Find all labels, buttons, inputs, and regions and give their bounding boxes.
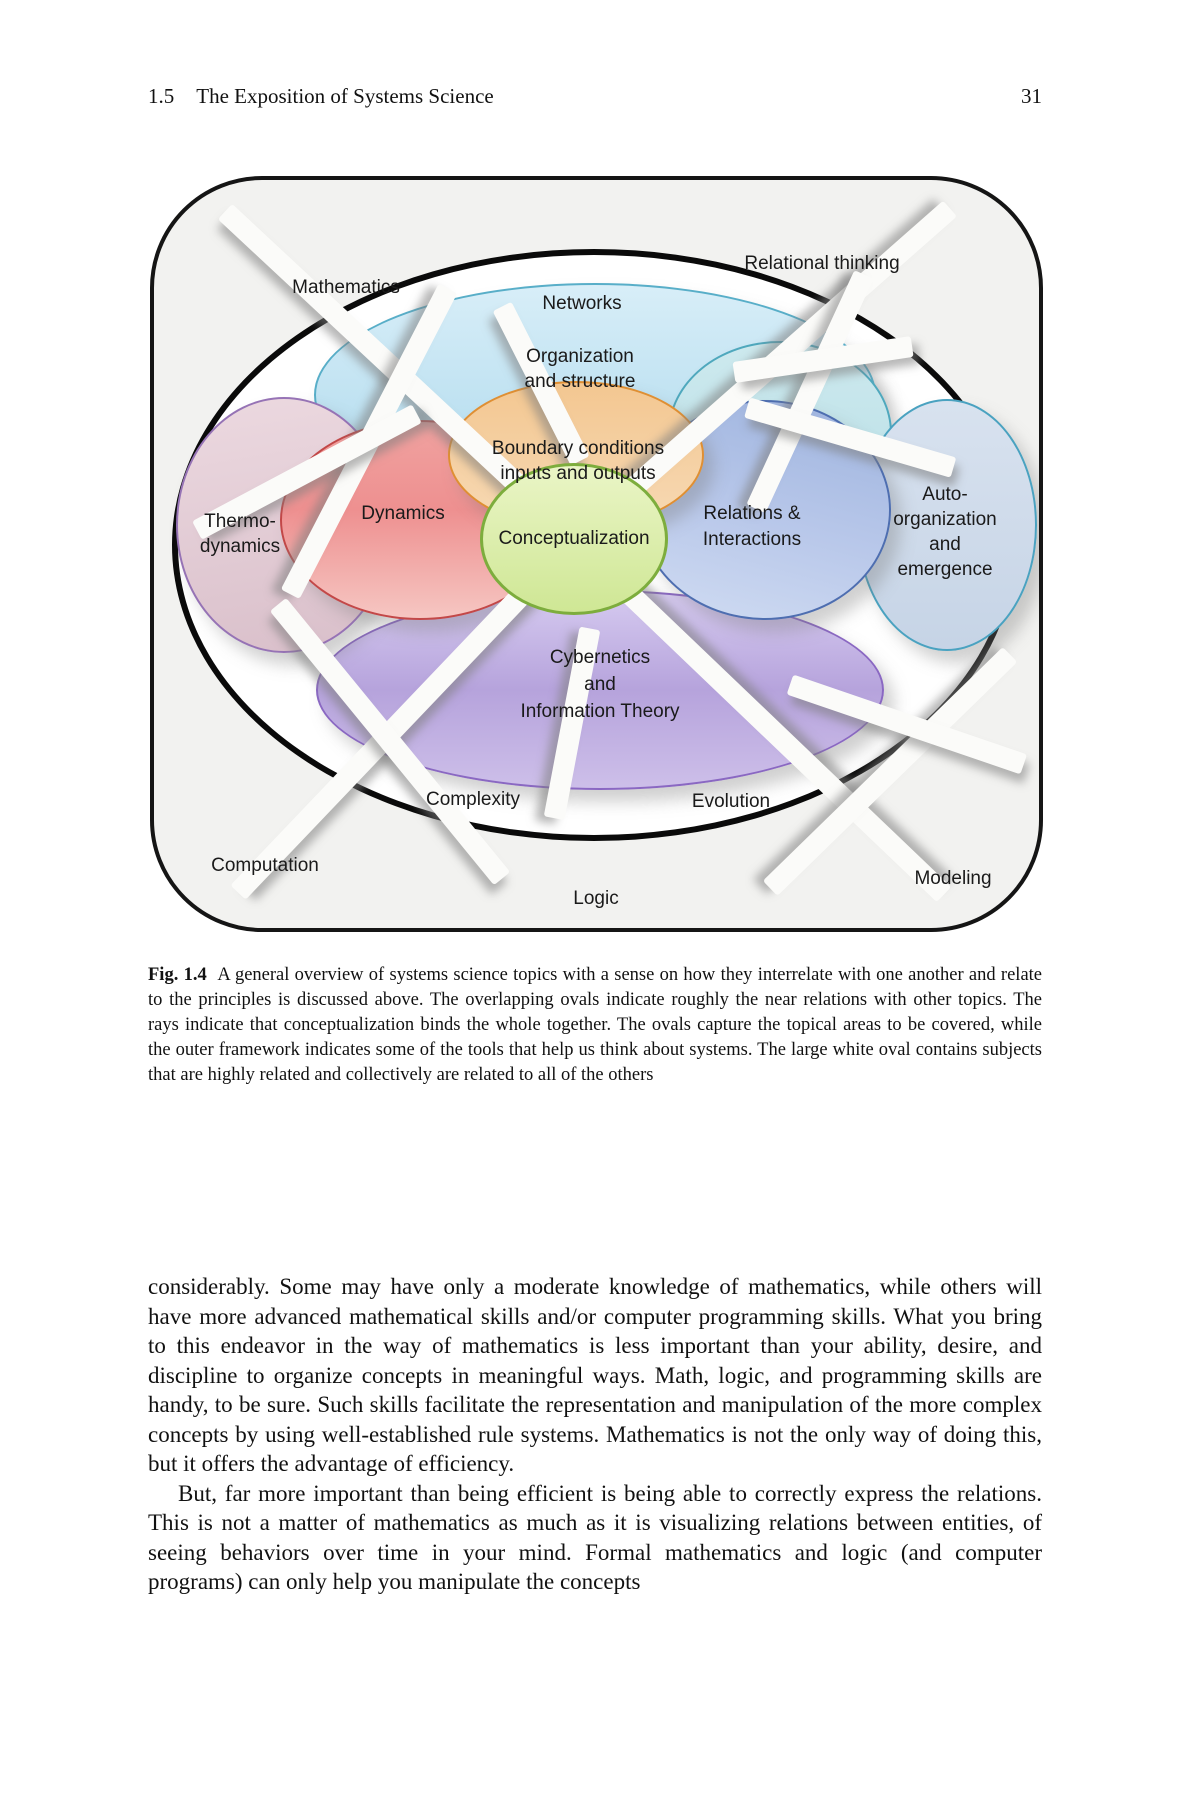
figure-caption-text: A general overview of systems science to… <box>148 964 1043 1085</box>
label-modeling: Modeling <box>914 868 991 890</box>
page-number: 31 <box>1021 84 1042 108</box>
label-dynamics: Dynamics <box>361 503 444 525</box>
label-relational-thinking-line: Relational thinking <box>744 253 900 274</box>
label-boundary-conditions-line: Boundary conditions <box>491 438 665 459</box>
label-thermodynamics-line: dynamics <box>199 536 281 557</box>
label-networks: Networks <box>542 293 621 315</box>
label-networks-line: Networks <box>542 293 622 314</box>
section-heading: 1.5 The Exposition of Systems Science <box>148 84 494 109</box>
label-mathematics: Mathematics <box>292 277 400 299</box>
body-paragraph-2: But, far more important than being effic… <box>148 1480 1042 1595</box>
label-auto-organization-line: organization <box>893 509 997 530</box>
section-title: The Exposition of Systems Science <box>196 84 494 108</box>
label-logic: Logic <box>573 888 618 910</box>
label-relations-line: Interactions <box>702 529 802 550</box>
label-organization: Organization and structure <box>525 344 636 394</box>
label-relational-thinking: Relational thinking <box>744 253 899 275</box>
label-thermodynamics-line: Thermo- <box>204 511 276 532</box>
label-cybernetics-line: Cybernetics <box>549 647 651 668</box>
body-paragraph-1: considerably. Some may have only a moder… <box>148 1274 1042 1476</box>
label-evolution-line: Evolution <box>691 791 771 812</box>
label-boundary-conditions: Boundary conditions inputs and outputs <box>492 436 664 486</box>
label-complexity: Complexity <box>426 789 520 811</box>
label-modeling-line: Modeling <box>914 868 992 889</box>
label-cybernetics-line: and <box>584 674 616 695</box>
label-boundary-conditions-line: inputs and outputs <box>500 463 656 484</box>
label-mathematics-line: Mathematics <box>292 277 400 298</box>
label-conceptualization-line: Conceptualization <box>498 528 650 549</box>
label-evolution: Evolution <box>692 791 770 813</box>
conceptualization-oval <box>480 463 668 615</box>
figure-caption: Fig. 1.4 A general overview of systems s… <box>148 963 1042 1088</box>
figure-caption-tag: Fig. 1.4 <box>148 964 207 985</box>
label-relations: Relations & Interactions <box>703 501 801 553</box>
label-auto-organization-line: emergence <box>897 559 993 580</box>
label-auto-organization-line: and <box>929 534 961 555</box>
section-number: 1.5 <box>148 84 175 108</box>
label-auto-organization-line: Auto- <box>922 484 968 505</box>
label-logic-line: Logic <box>573 888 619 909</box>
label-dynamics-line: Dynamics <box>361 503 445 524</box>
label-cybernetics-line: Information Theory <box>520 701 680 722</box>
label-auto-organization: Auto-organization and emergence <box>893 482 997 582</box>
label-organization-line: Organization <box>526 346 634 367</box>
label-computation: Computation <box>211 855 319 877</box>
label-conceptualization: Conceptualization <box>498 528 649 550</box>
body-text: considerably. Some may have only a moder… <box>148 1272 1042 1597</box>
label-thermodynamics: Thermo-dynamics <box>200 509 280 559</box>
label-organization-line: and structure <box>524 371 636 392</box>
label-relations-line: Relations & <box>703 503 801 524</box>
label-complexity-line: Complexity <box>426 789 520 810</box>
page-header: 1.5 The Exposition of Systems Science 31 <box>148 84 1042 112</box>
label-computation-line: Computation <box>211 855 319 876</box>
